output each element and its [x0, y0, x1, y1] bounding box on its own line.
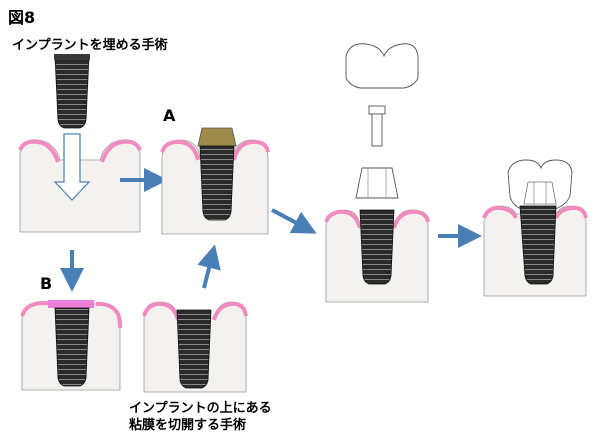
- figure-title: 図8: [8, 8, 36, 27]
- gum-right: [232, 139, 270, 161]
- abutment-screw-shaft: [371, 113, 383, 147]
- panel-incision: [142, 301, 248, 393]
- label-b: B: [40, 274, 53, 293]
- caption-incision-line1: インプラントの上にある: [129, 401, 272, 416]
- abutment-screw-head: [368, 105, 386, 115]
- arrow-to-abutment: [271, 208, 317, 234]
- abutment: [355, 167, 399, 199]
- implant-body: [54, 55, 90, 129]
- panel-final-crown: [482, 159, 588, 297]
- screw-inside: [533, 181, 547, 205]
- panel-abutment-stage: [324, 43, 430, 303]
- implant-body: [176, 309, 212, 389]
- implant-top: [54, 54, 90, 60]
- arrow-incision-to-a: [197, 244, 221, 289]
- panel-implant-insertion: [18, 54, 142, 233]
- gum-left: [160, 139, 200, 161]
- healing-cap: [197, 127, 237, 147]
- caption-incision-line2: 粘膜を切開する手術: [129, 418, 247, 433]
- gum-left: [482, 205, 518, 219]
- gum-right: [554, 205, 588, 219]
- gum-left: [18, 139, 60, 163]
- label-a: A: [163, 106, 176, 125]
- cover-membrane: [48, 300, 94, 308]
- gum-right: [392, 209, 430, 229]
- panel-a-healing-cap: [160, 127, 270, 235]
- panel-b-covered-implant: [20, 300, 122, 391]
- caption-implant-placement: インプラントを埋める手術: [12, 38, 168, 53]
- gum-left: [20, 300, 57, 317]
- gum-right: [100, 139, 142, 163]
- gum-left: [324, 209, 362, 229]
- implant-body: [519, 205, 557, 285]
- implant-body: [54, 307, 90, 387]
- gum-left: [142, 301, 180, 321]
- down-arrow-outline: [53, 133, 91, 201]
- gum-right: [95, 301, 122, 329]
- caption-incision: インプラントの上にある 粘膜を切開する手術: [129, 400, 272, 434]
- crown-outline: [345, 43, 419, 89]
- gum-right: [212, 301, 248, 321]
- implant-body: [359, 209, 395, 285]
- implant-body: [199, 145, 235, 221]
